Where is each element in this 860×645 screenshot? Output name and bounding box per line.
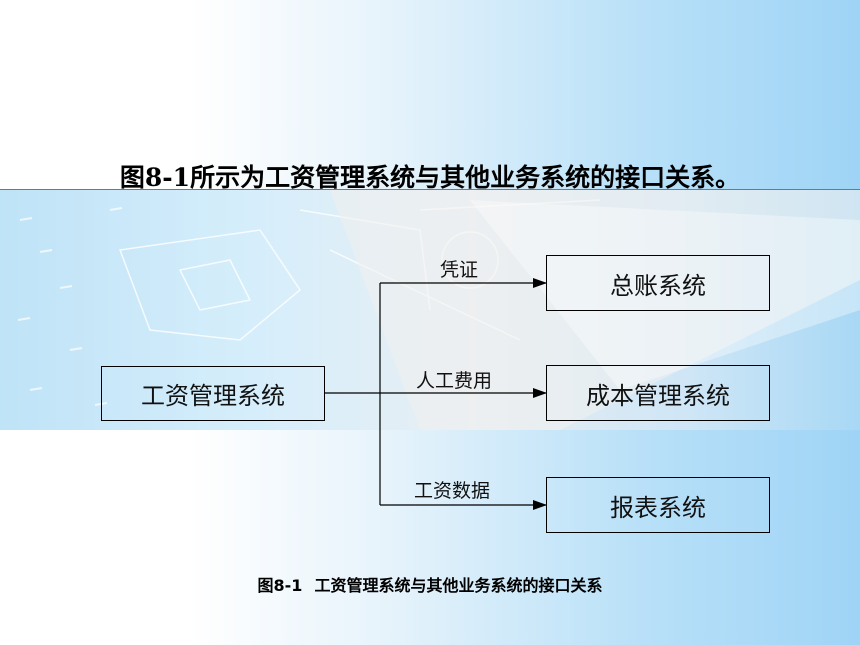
slide-title: 图8-1所示为工资管理系统与其他业务系统的接口关系。: [119, 163, 741, 192]
target-node-general-ledger: 总账系统: [546, 255, 770, 311]
edge-label-voucher: 凭证: [440, 259, 479, 281]
caption-text: 工资管理系统与其他业务系统的接口关系: [314, 576, 603, 595]
figure-caption: 图8-1 工资管理系统与其他业务系统的接口关系: [0, 572, 860, 596]
target-node-report-system: 报表系统: [546, 477, 770, 533]
caption-figure-number: 图8-1: [257, 576, 303, 595]
edge-label-payroll-data: 工资数据: [414, 480, 491, 502]
band-divider-line: [0, 189, 860, 190]
target-node-cost-management: 成本管理系统: [546, 365, 770, 421]
source-node-payroll-system: 工资管理系统: [101, 366, 325, 421]
edge-label-labor-cost: 人工费用: [416, 370, 493, 392]
